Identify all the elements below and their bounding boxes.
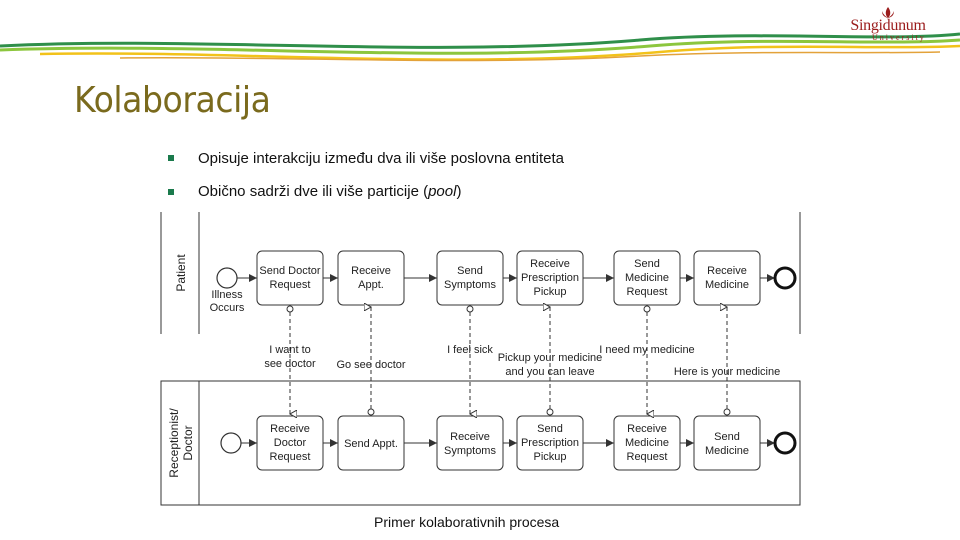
task-receive-symptoms bbox=[436, 415, 504, 471]
task-label: Send bbox=[537, 423, 563, 435]
start-event-label-1: Illness bbox=[211, 289, 243, 301]
task-label: Symptoms bbox=[444, 279, 496, 291]
message-label-6: Here is your medicine bbox=[674, 366, 780, 378]
patient-end-event bbox=[773, 266, 797, 290]
task-send-symptoms bbox=[436, 250, 504, 306]
bullet-2-post: ) bbox=[456, 183, 462, 200]
doctor-end-event bbox=[773, 431, 797, 455]
message-label-5: I need my medicine bbox=[599, 344, 694, 356]
header-swoosh-decoration bbox=[0, 32, 960, 62]
task-send-medicine bbox=[693, 415, 761, 471]
message-flow-origins bbox=[286, 305, 731, 416]
task-label: Medicine bbox=[625, 437, 669, 449]
task-label: Request bbox=[270, 451, 311, 463]
bullet-2-pre: Obično sadrži dve ili više particije ( bbox=[198, 183, 429, 200]
task-label: Request bbox=[627, 451, 668, 463]
receptionist-pool-label-1: Receptionist/ bbox=[167, 408, 181, 478]
university-logo: Singidunum University bbox=[838, 6, 938, 46]
task-receive-medicine bbox=[693, 250, 761, 306]
diagram-caption: Primer kolaborativnih procesa bbox=[374, 514, 560, 530]
bullet-text-2: Obično sadrži dve ili više particije (po… bbox=[198, 183, 461, 200]
task-label: Medicine bbox=[625, 272, 669, 284]
task-label: Receive bbox=[627, 423, 667, 435]
bullet-marker bbox=[168, 189, 174, 195]
task-label: Medicine bbox=[705, 279, 749, 291]
receptionist-pool: Receptionist/ Doctor bbox=[160, 380, 801, 506]
bullet-marker bbox=[168, 155, 174, 161]
task-label: Receive bbox=[530, 258, 570, 270]
logo-subtitle: University bbox=[872, 33, 926, 42]
task-label: Send bbox=[634, 258, 660, 270]
task-label: Request bbox=[627, 286, 668, 298]
receptionist-pool-label-2: Doctor bbox=[181, 425, 195, 460]
patient-pool: Patient bbox=[160, 212, 801, 334]
task-label: Receive bbox=[270, 423, 310, 435]
patient-start-event bbox=[216, 267, 238, 289]
bullet-1-text: Opisuje interakciju između dva ili više … bbox=[198, 150, 565, 167]
task-label: Receive bbox=[707, 265, 747, 277]
task-label: Pickup bbox=[533, 286, 566, 298]
message-label-4a: Pickup your medicine bbox=[498, 352, 603, 364]
task-receive-appt bbox=[337, 250, 405, 306]
task-label: Receive bbox=[450, 431, 490, 443]
message-label-2: Go see doctor bbox=[336, 359, 405, 371]
message-label-1b: see doctor bbox=[264, 358, 316, 370]
task-label: Symptoms bbox=[444, 445, 496, 457]
doctor-start-event bbox=[220, 432, 242, 454]
patient-pool-label: Patient bbox=[174, 254, 188, 292]
task-label: Send bbox=[714, 431, 740, 443]
task-label: Prescription bbox=[521, 272, 579, 284]
task-label: Doctor bbox=[274, 437, 307, 449]
start-event-label-2: Occurs bbox=[210, 302, 245, 314]
slide-title: Kolaboracija bbox=[74, 80, 271, 121]
task-label: Medicine bbox=[705, 445, 749, 457]
message-label-1a: I want to bbox=[269, 344, 311, 356]
task-send-doctor-request bbox=[256, 250, 324, 306]
logo-emblem-icon bbox=[882, 7, 894, 18]
bullet-2-em: pool bbox=[428, 183, 457, 200]
task-label: Pickup bbox=[533, 451, 566, 463]
logo-name: Singidunum bbox=[850, 17, 926, 34]
task-label: Send Doctor bbox=[259, 265, 320, 277]
task-label: Send Appt. bbox=[344, 438, 398, 450]
task-label: Receive bbox=[351, 265, 391, 277]
task-label: Appt. bbox=[358, 279, 384, 291]
message-label-3: I feel sick bbox=[447, 344, 493, 356]
task-label: Prescription bbox=[521, 437, 579, 449]
task-label: Send bbox=[457, 265, 483, 277]
message-label-4b: and you can leave bbox=[505, 366, 594, 378]
bullet-text-1: Opisuje interakciju između dva ili više … bbox=[198, 150, 564, 167]
task-label: Request bbox=[270, 279, 311, 291]
